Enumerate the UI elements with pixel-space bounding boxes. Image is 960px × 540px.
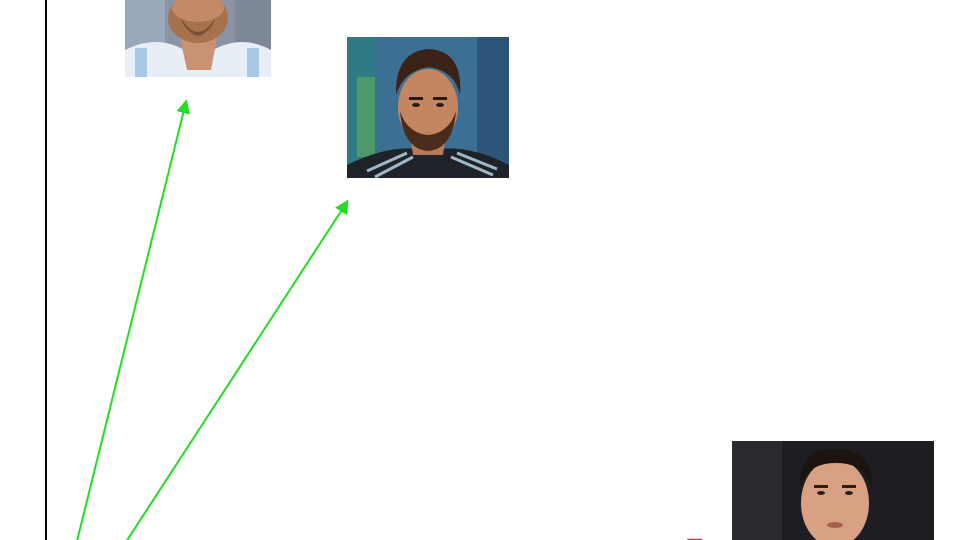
face-photo-1 (125, 0, 271, 77)
arrow-to-photo-2 (126, 199, 349, 540)
arrow-to-photo-1 (76, 99, 191, 540)
face-photo-3 (732, 441, 934, 540)
face-photo-2 (347, 37, 509, 178)
